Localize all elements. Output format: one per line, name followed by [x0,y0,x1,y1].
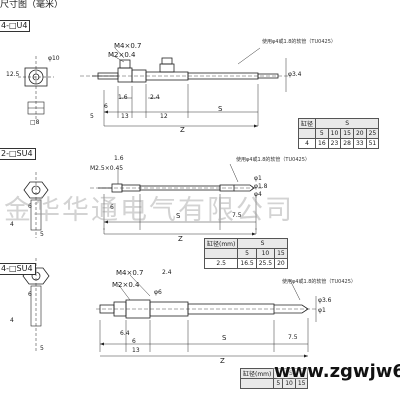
label-a-2-4: 2.4 [150,94,160,101]
table-a-head-bore: 缸径 [297,118,317,129]
section-c-end-view [22,258,50,352]
table-b-cell: 2.5 [203,258,239,269]
page-title: 尺寸图（毫米） [0,0,64,10]
label-c-thread-m4: M4×0.7 [116,269,144,277]
spec-table-a: 缸径 S 5 10 15 20 25 4 16 23 28 33 51 [297,118,380,149]
table-b-sub-3: 15 [274,248,288,259]
section-b-end-view [23,172,49,238]
table-a-sub-4: 20 [352,128,367,139]
note-a-tubing: 使用φ4或1.8的软管（TU0425） [262,39,336,45]
table-a-sub-2: 10 [327,128,342,139]
label-a-1-6: 1.6 [118,94,128,101]
label-b-4: 4 [10,221,14,228]
section-a-dimensions [103,47,287,127]
label-a-6: 6 [104,103,108,110]
label-b-dia-4: φ4 [254,191,262,198]
spec-table-b: 缸径(mm) S 5 10 15 2.5 16.5 25.5 20 [203,238,288,269]
table-b-head-bore: 缸径(mm) [203,238,239,249]
label-c-thread-m2: M2×0.4 [112,281,140,289]
label-c-dia-1: φ1 [318,307,326,314]
table-b-cell: 16.5 [237,258,257,269]
table-row: 2.5 16.5 25.5 20 [203,258,288,269]
label-a-13: 13 [121,113,129,120]
label-a-square-8: □8 [30,119,40,126]
label-b-1-6: 1.6 [114,155,124,162]
label-b-7-5: 7.5 [232,212,242,219]
label-a-z: Z [180,126,185,134]
table-b-sub-2: 10 [255,248,276,259]
table-b-cell: 25.5 [255,258,276,269]
section-a-end-view [18,56,54,120]
table-a-cell: 51 [365,138,380,149]
spec-table-c: 缸径(mm) S 5 10 15 [239,368,309,389]
section-b-side-view [90,183,262,193]
model-tag-c: 4-□SU4 [0,263,36,275]
label-c-5: 5 [40,345,44,352]
table-row: 4 16 23 28 33 51 [297,138,380,149]
model-tag-b: 2-□SU4 [0,148,36,160]
label-c-7-5: 7.5 [288,334,298,341]
watermark-company: 金华华通电气有限公司 [4,195,294,226]
note-b-tubing: 使用φ4或1.8的软管（TU0425） [236,157,310,163]
label-b-thread: M2.5×0.45 [90,165,124,172]
label-c-dia-6: φ6 [154,289,162,296]
label-a-thread-m4: M4×0.7 [114,42,142,50]
label-a-5: 5 [90,113,94,120]
table-a-cell: 28 [340,138,354,149]
table-a-sub-0 [297,128,317,139]
table-c-sub-0 [239,378,275,389]
table-b-sub-1: 5 [237,248,257,259]
label-c-2-4: 2.4 [162,269,172,276]
label-a-12-5: 12.5 [6,71,20,78]
section-a-side-view [80,57,290,83]
label-a-thread-m2: M2×0.4 [108,51,136,59]
table-a-cell: 16 [315,138,329,149]
note-c-tubing: 使用φ4或1.8的软管（TU0425） [282,279,356,285]
label-c-z: Z [220,357,225,365]
table-a-sub-5: 25 [365,128,380,139]
label-b-z: Z [178,235,183,243]
label-b-6a: 6 [110,204,114,211]
label-c-6: 6 [132,338,136,345]
label-c-4: 4 [10,317,14,324]
table-b-cell: 20 [274,258,288,269]
table-a-cell: 33 [352,138,367,149]
label-b-6b: 6 [28,203,32,210]
label-a-12: 12 [160,113,168,120]
label-c-dia-3-6: φ3.6 [318,297,332,304]
label-b-stroke: S [176,212,181,220]
section-c-dimensions [99,274,317,357]
table-b-sub-0 [203,248,239,259]
model-tag-a: 4-□U4 [0,20,31,32]
site-watermark: www.zgwjw66. [274,361,400,382]
label-b-5: 5 [40,231,44,238]
label-c-13: 13 [132,347,140,354]
label-b-dia-1: φ1 [254,175,262,182]
label-c-6-4: 6.4 [120,330,130,337]
table-a-sub-1: 5 [315,128,329,139]
table-a-cell: 23 [327,138,342,149]
table-a-sub-3: 15 [340,128,354,139]
label-c-stroke: S [222,334,227,342]
label-b-dia-1-8: φ1.8 [254,183,268,190]
label-a-dia-10: φ10 [48,55,60,62]
section-b-dimensions [103,163,257,235]
table-a-cell: 4 [297,138,317,149]
table-c-sub-3: 15 [294,378,309,389]
table-b-head-s: S [237,238,288,249]
label-c-6-end: 6 [28,291,32,298]
table-a-head-s: S [315,118,380,129]
table-c-sub-1: 5 [273,378,284,389]
label-a-stroke: S [218,105,223,113]
table-c-head-bore: 缸径(mm) [239,368,275,379]
arrowheads [100,110,308,358]
label-a-dia-3-4: φ3.4 [288,71,302,78]
section-c-side-view [96,299,316,319]
